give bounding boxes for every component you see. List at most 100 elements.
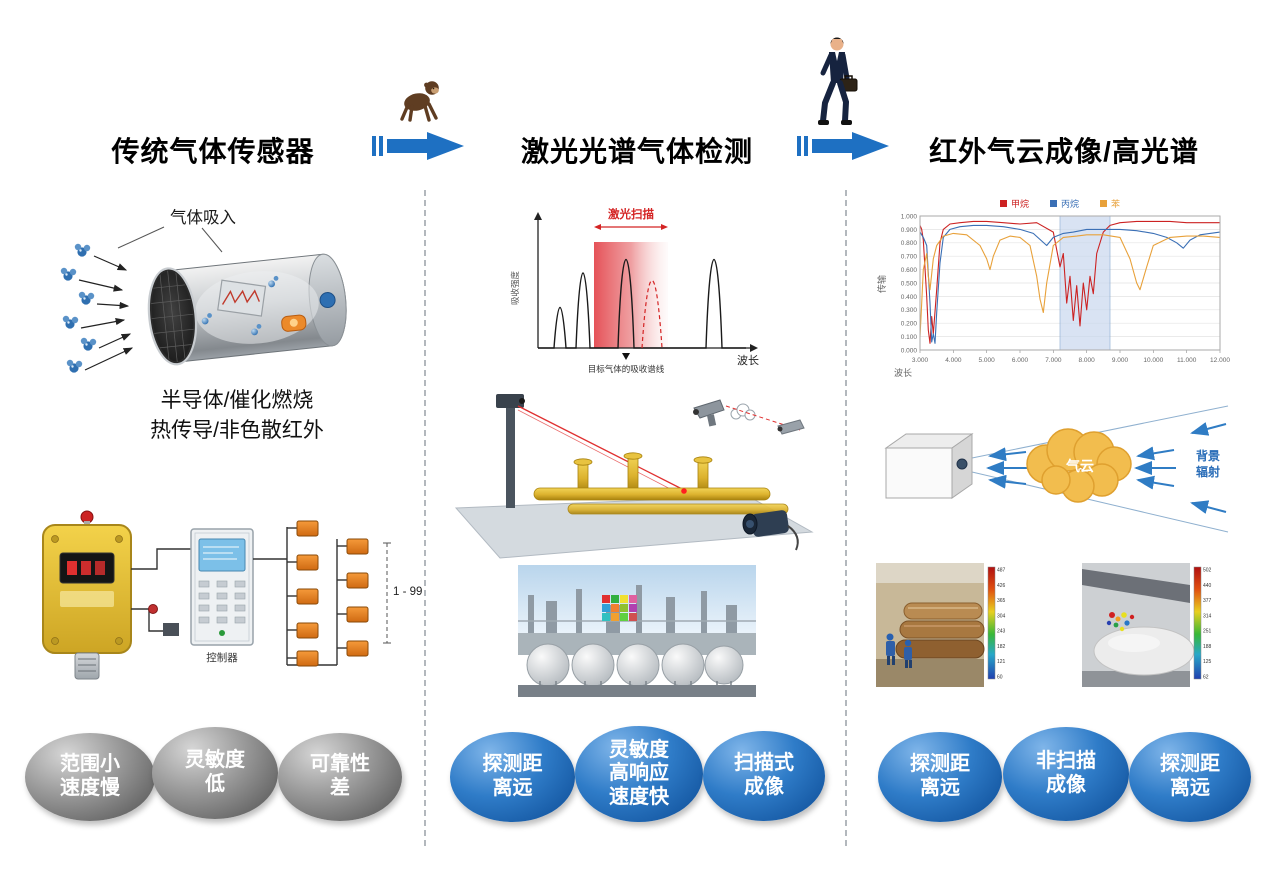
gas-cloud-label: 气云 <box>1065 458 1094 474</box>
svg-text:60: 60 <box>997 675 1003 681</box>
legend-propane: 丙烷 <box>1061 198 1079 209</box>
transmission-chart: 0.0000.1000.2000.3000.4000.5000.6000.700… <box>876 198 1230 378</box>
sensor-port <box>319 292 336 309</box>
laser-scanning-scene <box>454 394 814 559</box>
monkey-icon <box>400 81 439 122</box>
chart-y-axis-label: 传输 <box>876 275 887 293</box>
advantage-bubble: 非扫描 成像 <box>1003 727 1129 821</box>
gas-leak-cloud <box>730 403 756 421</box>
svg-text:6.000: 6.000 <box>1012 357 1029 364</box>
svg-text:365: 365 <box>997 598 1006 604</box>
bubble-line: 离远 <box>1170 777 1210 799</box>
gas-cloud <box>1026 428 1132 503</box>
svg-text:440: 440 <box>1203 583 1212 589</box>
bubble-line: 成像 <box>1046 774 1086 796</box>
svg-text:487: 487 <box>997 568 1006 574</box>
limitation-bubble: 范围小 速度慢 <box>25 733 155 821</box>
svg-text:10.000: 10.000 <box>1143 357 1163 364</box>
junction-box <box>163 623 179 636</box>
wiring <box>131 608 169 632</box>
svg-text:5.000: 5.000 <box>979 357 996 364</box>
spectrum-y-axis-label: 吸收强度 <box>510 271 520 306</box>
arrow-right-icon <box>372 132 464 160</box>
inner-molecules <box>201 275 279 336</box>
sensor-types-caption: 半导体/催化燃烧 热传导/非色散红外 <box>103 386 371 447</box>
svg-text:11.000: 11.000 <box>1177 357 1197 364</box>
svg-text:0.200: 0.200 <box>901 321 918 328</box>
svg-text:0.600: 0.600 <box>901 267 918 274</box>
svg-text:502: 502 <box>1203 568 1212 574</box>
bubble-line: 离远 <box>492 777 533 799</box>
sensor-count-label: 1 - 99 <box>393 586 422 598</box>
advantage-bubble: 探测距 离远 <box>1129 732 1251 822</box>
bubble-line: 探测距 <box>1160 753 1220 776</box>
arrow-right-icon <box>797 132 889 160</box>
svg-text:0.300: 0.300 <box>901 307 918 314</box>
caption-line: 热传导/非色散红外 <box>150 419 324 443</box>
advantage-bubble: 灵敏度 高响应 速度快 <box>575 726 703 822</box>
sensor-chip <box>217 279 267 317</box>
detector-network-illustration: 控制器 1 - 99 <box>42 510 422 680</box>
thermal2-scene <box>1082 563 1195 687</box>
limitation-bubble: 可靠性 差 <box>278 733 402 821</box>
incoming-radiation-arrows <box>986 447 1028 489</box>
advantage-bubble: 扫描式 成像 <box>703 731 825 821</box>
target-line-label: 目标气体的吸收谱线 <box>588 364 665 374</box>
svg-text:304: 304 <box>997 613 1006 619</box>
legend-methane: 甲烷 <box>1011 198 1029 209</box>
bubble-line: 差 <box>330 777 350 799</box>
handheld-detector <box>693 399 725 427</box>
column-divider <box>845 190 847 846</box>
bubble-line: 灵敏度 <box>609 738 669 761</box>
limitation-bubble: 灵敏度 低 <box>152 727 278 819</box>
svg-text:0.900: 0.900 <box>901 227 918 234</box>
chart-legend: 甲烷 丙烷 苯 <box>1000 198 1120 209</box>
svg-text:377: 377 <box>1203 598 1212 604</box>
controller-unit: 控制器 <box>190 528 254 664</box>
advantage-bubble: 探测距 离远 <box>450 732 575 822</box>
refinery-photo <box>518 565 756 697</box>
svg-text:426: 426 <box>997 583 1006 589</box>
bubble-line: 成像 <box>744 776 784 798</box>
svg-text:0.800: 0.800 <box>901 240 918 247</box>
bubble-line: 非扫描 <box>1036 750 1096 773</box>
color-calibration-target <box>602 595 637 621</box>
gas-cloud-imaging-diagram: 气云 背景 辐射 <box>884 405 1229 533</box>
wiring <box>131 548 191 570</box>
svg-text:4.000: 4.000 <box>945 357 962 364</box>
svg-text:314: 314 <box>1203 613 1212 619</box>
walking-businessman-icon <box>818 37 858 125</box>
svg-text:125: 125 <box>1203 659 1212 665</box>
advantage-bubble: 探测距 离远 <box>878 732 1002 822</box>
thermal1-scene <box>876 563 985 687</box>
laser-mast <box>506 404 515 508</box>
bubble-line: 速度慢 <box>60 777 120 799</box>
temperature-colorbar <box>1193 566 1202 680</box>
field-of-view-line <box>971 405 1229 459</box>
svg-text:9.000: 9.000 <box>1112 357 1129 364</box>
chart-x-axis-label: 波长 <box>894 367 912 378</box>
worker-figure <box>886 633 895 665</box>
svg-text:1.000: 1.000 <box>901 213 918 220</box>
absorption-spectrum-schematic: 激光扫描 吸收强度 波长 目标气体的吸收谱线 <box>510 207 759 374</box>
svg-text:0.100: 0.100 <box>901 334 918 341</box>
caption-line: 半导体/催化燃烧 <box>160 389 314 412</box>
imaging-camera <box>742 510 799 551</box>
temperature-colorbar <box>987 566 996 680</box>
svg-text:188: 188 <box>1203 644 1212 650</box>
svg-text:0.500: 0.500 <box>901 280 918 287</box>
svg-text:12.000: 12.000 <box>1210 357 1230 364</box>
svg-text:8.000: 8.000 <box>1079 357 1096 364</box>
infrared-camera-device <box>884 433 974 499</box>
svg-text:3.000: 3.000 <box>912 357 929 364</box>
pipelines <box>533 452 789 515</box>
svg-text:243: 243 <box>997 629 1006 635</box>
gas-intake-label: 气体吸入 <box>170 208 236 227</box>
column-divider <box>424 190 426 846</box>
sensor-cylinder <box>147 253 347 366</box>
bubble-line: 范围小 <box>60 753 120 776</box>
remote-sensor-boxes <box>296 520 369 667</box>
bubble-line: 灵敏度 <box>185 749 245 772</box>
